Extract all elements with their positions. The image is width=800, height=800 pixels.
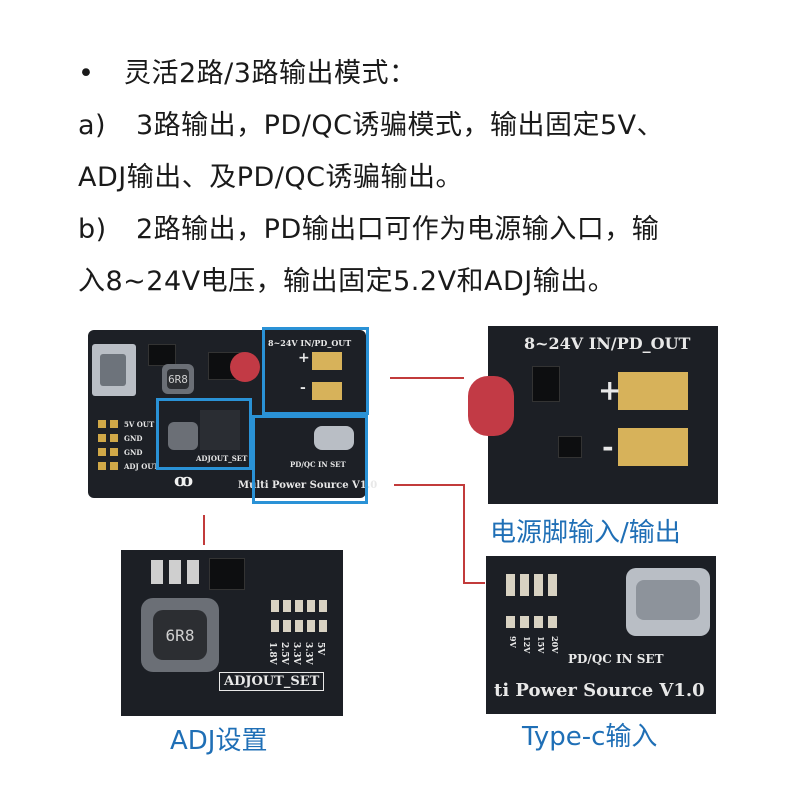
silk-adj-out: ADJ OUT bbox=[124, 462, 159, 471]
zoom-volt-label: 3.3V bbox=[291, 642, 301, 665]
zoom-pad bbox=[307, 600, 315, 612]
zoom-usb-c-inner bbox=[636, 580, 700, 620]
header-pin bbox=[110, 434, 118, 442]
silk-plus: + bbox=[298, 350, 310, 366]
inductor bbox=[168, 422, 198, 450]
zoom-volt-label: 15V bbox=[536, 636, 546, 654]
zoom-pad-minus bbox=[618, 428, 688, 466]
header-pin bbox=[110, 448, 118, 456]
silk-adjout-set: ADJOUT_SET bbox=[196, 454, 248, 463]
zoom-pad bbox=[506, 574, 515, 596]
item-a-mark: a) bbox=[78, 110, 107, 141]
zoom-typec: 9V 12V 15V 20V PD/QC IN SET ti Power Sou… bbox=[486, 556, 716, 714]
zoom-adj-set: 6R8 1.8V 2.5V 3.3V 3.3V 5V ADJOUT_SET bbox=[121, 550, 343, 716]
caption-adj: ADJ设置 bbox=[170, 726, 268, 756]
header-pin bbox=[110, 420, 118, 428]
zoom-inductor-marking: 6R8 bbox=[153, 610, 207, 660]
zoom-pad bbox=[520, 616, 529, 628]
silk-gnd-2: GND bbox=[124, 448, 143, 457]
pad-plus bbox=[312, 352, 342, 370]
zoom-volt-label: 9V bbox=[508, 636, 518, 648]
zoom-pad bbox=[548, 616, 557, 628]
item-b-mark: b) bbox=[78, 214, 107, 245]
zoom-pad bbox=[319, 600, 327, 612]
zoom-volt-label: 5V bbox=[315, 642, 325, 656]
line-item-a: a) 3路输出，PD/QC诱骗模式，输出固定5V、 bbox=[78, 108, 664, 144]
inductor-marking: 6R8 bbox=[167, 369, 189, 389]
zoom-pad bbox=[271, 620, 279, 632]
zoom-volt-label: 12V bbox=[522, 636, 532, 654]
zoom-chip bbox=[558, 436, 582, 458]
zoom-silk-pd-set: PD/QC IN SET bbox=[568, 652, 664, 666]
zoom-silk-adjout-set: ADJOUT_SET bbox=[219, 672, 325, 691]
usb-c-port bbox=[314, 426, 354, 450]
zoom-volt-label: 20V bbox=[550, 636, 560, 654]
zoom-pad bbox=[319, 620, 327, 632]
line-item-b: b) 2路输出，PD输出口可作为电源输入口，输 bbox=[78, 212, 659, 248]
header-pin bbox=[98, 462, 106, 470]
pad-minus bbox=[312, 382, 342, 400]
header-pin bbox=[98, 420, 106, 428]
zoom-volt-label: 2.5V bbox=[279, 642, 289, 665]
zoom-resistor bbox=[187, 560, 199, 584]
connector-line-typec-h bbox=[394, 484, 464, 486]
silk-5v-out: 5V OUT bbox=[124, 420, 155, 429]
header-pin bbox=[98, 448, 106, 456]
line-item-a-cont: ADJ输出、及PD/QC诱骗输出。 bbox=[78, 162, 463, 193]
highlight-typec bbox=[252, 415, 368, 504]
capacitor bbox=[230, 352, 260, 382]
zoom-pad bbox=[548, 574, 557, 596]
zoom-pad bbox=[283, 600, 291, 612]
highlight-power-io bbox=[262, 327, 369, 415]
modes-heading: 灵活2路/3路输出模式： bbox=[124, 58, 417, 89]
silk-pd-set: PD/QC IN SET bbox=[290, 460, 346, 469]
zoom-pad bbox=[283, 620, 291, 632]
silk-in-out: 8~24V IN/PD_OUT bbox=[268, 338, 352, 348]
zoom-volt-label: 1.8V bbox=[267, 642, 277, 665]
highlight-adj bbox=[156, 398, 252, 470]
zoom-silk-in-out: 8~24V IN/PD_OUT bbox=[524, 334, 691, 353]
zoom-resistor bbox=[169, 560, 181, 584]
resistor-array bbox=[200, 410, 240, 450]
zoom-volt-label: 3.3V bbox=[303, 642, 313, 665]
bullet-mark: • bbox=[78, 58, 95, 89]
zoom-pad bbox=[520, 574, 529, 596]
zoom-silk-minus: - bbox=[602, 430, 614, 463]
zoom-silk-plus: + bbox=[598, 374, 622, 407]
silk-minus: - bbox=[300, 380, 306, 396]
zoom-capacitor bbox=[468, 376, 514, 436]
zoom-chip bbox=[209, 558, 245, 590]
caption-typec: Type-c输入 bbox=[522, 722, 658, 752]
usb-a-inner bbox=[100, 354, 126, 386]
connector-line-typec-v bbox=[463, 484, 465, 584]
zoom-pad bbox=[295, 620, 303, 632]
zoom-pad bbox=[295, 600, 303, 612]
zoom-pad bbox=[506, 616, 515, 628]
silk-brand: Multi Power Source V1.0 bbox=[238, 480, 378, 491]
header-pin bbox=[110, 462, 118, 470]
connector-line-adj bbox=[203, 515, 205, 545]
logo-mark: ꝏ bbox=[174, 470, 194, 491]
item-b-text: 2路输出，PD输出口可作为电源输入口，输 bbox=[136, 214, 660, 245]
zoom-pad bbox=[271, 600, 279, 612]
zoom-pad-plus bbox=[618, 372, 688, 410]
header-pin bbox=[98, 434, 106, 442]
item-a-text: 3路输出，PD/QC诱骗模式，输出固定5V、 bbox=[136, 110, 665, 141]
connector-line-power bbox=[390, 377, 464, 379]
silk-gnd-1: GND bbox=[124, 434, 143, 443]
zoom-silk-brand: ti Power Source V1.0 bbox=[494, 680, 705, 701]
zoom-pad bbox=[307, 620, 315, 632]
zoom-pad bbox=[534, 574, 543, 596]
line-item-b-cont: 入8~24V电压，输出固定5.2V和ADJ输出。 bbox=[78, 266, 616, 297]
zoom-resistor bbox=[151, 560, 163, 584]
zoom-pad bbox=[534, 616, 543, 628]
zoom-chip bbox=[532, 366, 560, 402]
chip bbox=[148, 344, 176, 366]
connector-line-typec-h2 bbox=[463, 582, 485, 584]
zoom-power-io: 8~24V IN/PD_OUT + - bbox=[468, 326, 718, 504]
caption-power-io: 电源脚输入/输出 bbox=[490, 518, 681, 548]
line-modes: • 灵活2路/3路输出模式： bbox=[78, 56, 416, 92]
